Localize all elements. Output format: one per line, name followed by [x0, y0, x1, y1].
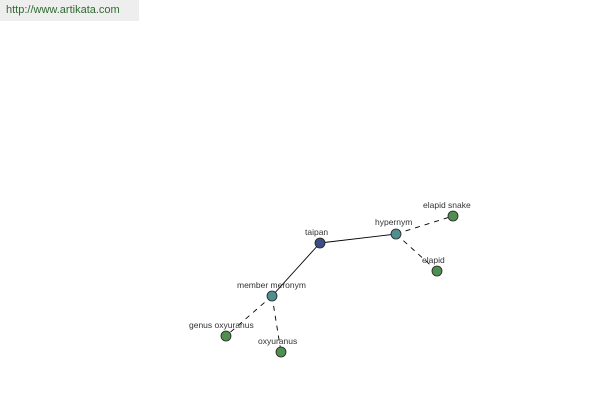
- label-taipan[interactable]: taipan: [305, 227, 328, 237]
- site-url[interactable]: http://www.artikata.com: [0, 0, 139, 21]
- edge-member-meronym-genus-oxyuranus: [225, 295, 273, 337]
- node-elapid[interactable]: [431, 265, 443, 277]
- node-oxyuranus[interactable]: [275, 346, 287, 358]
- label-hypernym[interactable]: hypernym: [375, 217, 412, 227]
- edge-taipan-member-meronym: [271, 242, 321, 297]
- node-genus-oxyuranus[interactable]: [220, 330, 232, 342]
- label-oxyuranus[interactable]: oxyuranus: [258, 336, 297, 346]
- node-hypernym[interactable]: [390, 228, 402, 240]
- edge-hypernym-elapid: [395, 233, 438, 272]
- label-member-meronym[interactable]: member meronym: [237, 280, 306, 290]
- label-genus-oxyuranus[interactable]: genus oxyuranus: [189, 320, 254, 330]
- label-elapid[interactable]: elapid: [422, 255, 445, 265]
- node-taipan[interactable]: [314, 237, 326, 249]
- edge-taipan-hypernym: [319, 233, 397, 244]
- node-elapid-snake[interactable]: [447, 210, 459, 222]
- label-elapid-snake[interactable]: elapid snake: [423, 200, 471, 210]
- node-member-meronym[interactable]: [266, 290, 278, 302]
